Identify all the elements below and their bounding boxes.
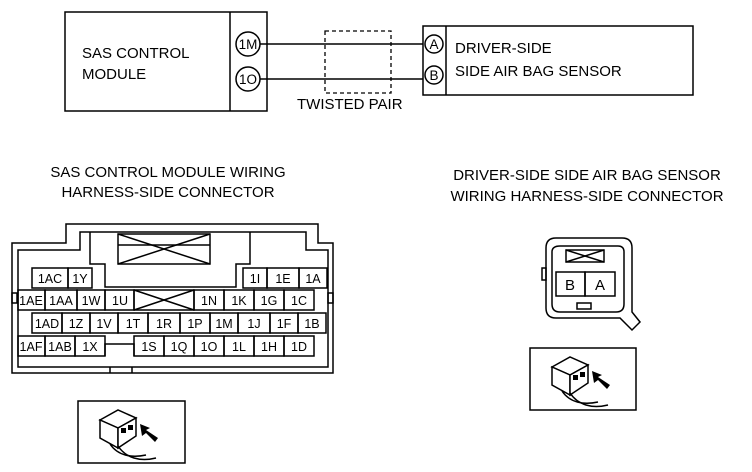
pin-label: 1F <box>277 317 292 331</box>
pin-label: 1V <box>96 317 112 331</box>
pin-label: 1AC <box>38 272 62 286</box>
sas-connector-housing <box>11 223 334 374</box>
pin-row-2: 1AE 1AA 1W 1U 1N 1K 1G 1C <box>17 289 315 311</box>
pin-label: 1O <box>201 340 218 354</box>
sensor-terminal-a: A <box>429 37 438 52</box>
sas-connector: SAS CONTROL MODULE WIRING HARNESS-SIDE C… <box>11 164 334 464</box>
pin-label: 1N <box>201 294 217 308</box>
pin-row-3: 1AD 1Z 1V 1T 1R 1P 1M 1J 1F 1B <box>31 312 327 334</box>
pin-label: 1T <box>126 317 141 331</box>
pin-label: 1A <box>305 272 321 286</box>
sas-connector-title-1: SAS CONTROL MODULE WIRING <box>50 164 285 181</box>
sas-module-label-1: SAS CONTROL <box>82 45 190 62</box>
pin-label: 1H <box>261 340 277 354</box>
pin-label: 1I <box>250 272 260 286</box>
harness-side-view-icon <box>77 400 186 464</box>
pin-label: 1Z <box>69 317 84 331</box>
sensor-connector: DRIVER-SIDE SIDE AIR BAG SENSOR WIRING H… <box>450 167 724 411</box>
pin-label: 1AD <box>35 317 59 331</box>
pin-label: 1AB <box>48 340 72 354</box>
pin-label: 1P <box>187 317 202 331</box>
sensor-terminal-b: B <box>429 68 438 83</box>
pin-label: 1G <box>261 294 278 308</box>
pin-label: 1S <box>141 340 156 354</box>
pin-label: 1B <box>304 317 319 331</box>
pin-label: 1Q <box>171 340 188 354</box>
pin-label: 1Y <box>72 272 88 286</box>
sas-module-box <box>64 11 268 112</box>
pin-label: 1L <box>232 340 246 354</box>
pin-label: 1AE <box>19 294 43 308</box>
pin-label: 1E <box>275 272 290 286</box>
sensor-connector-title-2: WIRING HARNESS-SIDE CONNECTOR <box>450 188 723 205</box>
module-terminal-1o: 1O <box>239 72 257 87</box>
module-terminal-1m: 1M <box>239 37 258 52</box>
sensor-pin-b: B <box>565 277 575 294</box>
pin-row-4: 1AF 1AB 1X 1S 1Q 1O 1L 1H 1D <box>17 335 315 357</box>
sensor-connector-housing <box>545 237 642 332</box>
schematic: SAS CONTROL MODULE 1M 1O TWISTED PAIR A … <box>64 11 694 113</box>
pin-label: 1K <box>231 294 247 308</box>
pin-label: 1D <box>291 340 307 354</box>
pin-label: 1AF <box>20 340 43 354</box>
pin-label: 1X <box>82 340 98 354</box>
pin-label: 1C <box>291 294 307 308</box>
twisted-pair-box <box>324 30 392 94</box>
sas-connector-title-2: HARNESS-SIDE CONNECTOR <box>61 184 274 201</box>
sensor-label-2: SIDE AIR BAG SENSOR <box>455 63 622 80</box>
pin-label: 1W <box>82 294 101 308</box>
pin-label: 1M <box>215 317 232 331</box>
pin-label: 1U <box>112 294 128 308</box>
sensor-box <box>422 25 694 96</box>
pin-label: 1AA <box>49 294 73 308</box>
pin-row-1: 1AC 1Y 1I 1E 1A <box>31 267 328 289</box>
pin-label: 1R <box>156 317 172 331</box>
sensor-label-1: DRIVER-SIDE <box>455 40 552 57</box>
harness-side-view-icon <box>529 347 637 411</box>
sensor-connector-title-1: DRIVER-SIDE SIDE AIR BAG SENSOR <box>453 167 721 184</box>
sensor-pin-a: A <box>595 277 605 294</box>
sas-module-label-2: MODULE <box>82 66 146 83</box>
twisted-pair-label: TWISTED PAIR <box>297 96 403 113</box>
pin-label: 1J <box>247 317 260 331</box>
